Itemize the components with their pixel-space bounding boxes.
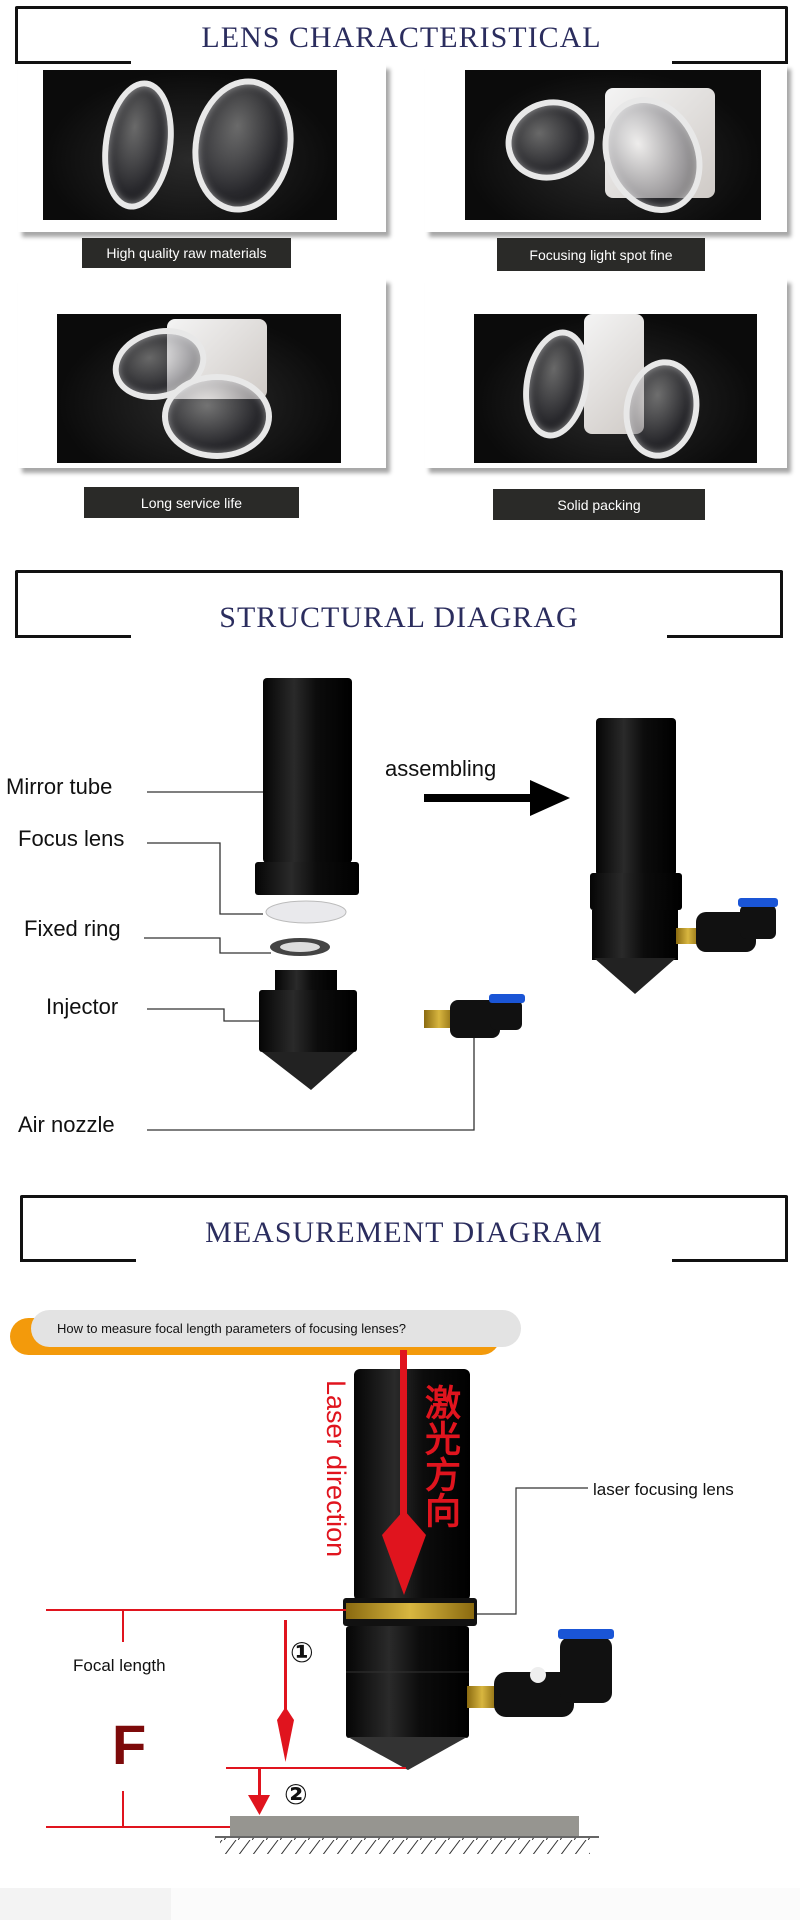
- structural-diagram: [144, 678, 778, 1131]
- feature-label: High quality raw materials: [82, 238, 291, 268]
- measurement-diagram: [46, 1350, 614, 1854]
- dimension-lines: [46, 1609, 406, 1828]
- part-label-air-nozzle: Air nozzle: [18, 1112, 115, 1137]
- laser-direction-arrow: [382, 1350, 426, 1595]
- lens-photo: [57, 314, 341, 463]
- question-text: How to measure focal length parameters o…: [57, 1321, 407, 1336]
- lens-photo: [465, 70, 761, 220]
- step-2-marker: ②: [284, 1778, 308, 1811]
- section-title: LENS CHARACTERISTICAL: [201, 21, 602, 54]
- assembling-arrow: [424, 780, 570, 816]
- ground-hatch: [220, 1838, 590, 1854]
- lens-photo: [474, 314, 757, 463]
- laser-direction-cn-label: 激光方向: [419, 1384, 460, 1528]
- lens-photo: [43, 70, 337, 220]
- question-banner: How to measure focal length parameters o…: [31, 1310, 521, 1347]
- nozzle-head: [343, 1369, 614, 1770]
- footer-strip: [0, 1888, 171, 1920]
- feature-label: Solid packing: [493, 489, 705, 520]
- assembled-head: [590, 718, 778, 994]
- laser-focusing-lens-label: laser focusing lens: [593, 1480, 734, 1499]
- part-label-focus-lens: Focus lens: [18, 826, 125, 851]
- part-label-mirror-tube: Mirror tube: [6, 774, 113, 799]
- step-1-marker: ①: [290, 1636, 314, 1669]
- focus-lens: [265, 900, 347, 924]
- feature-label: Focusing light spot fine: [497, 238, 705, 271]
- section-title: STRUCTURAL DIAGRAG: [219, 601, 579, 634]
- focal-length-label: Focal length: [73, 1656, 166, 1675]
- workpiece-plate: [230, 1816, 579, 1836]
- air-nozzle-fitting: [424, 994, 525, 1038]
- part-label-fixed-ring: Fixed ring: [24, 916, 121, 941]
- fixed-ring: [270, 938, 330, 956]
- section-title: MEASUREMENT DIAGRAM: [205, 1216, 603, 1249]
- section-header-measurement: MEASUREMENT DIAGRAM: [20, 1195, 788, 1262]
- section-header-structural: STRUCTURAL DIAGRAG: [15, 570, 783, 638]
- mirror-tube: [255, 678, 359, 895]
- part-label-injector: Injector: [46, 994, 119, 1019]
- assembling-label: assembling: [385, 756, 497, 781]
- lens-leader-line: [477, 1487, 588, 1615]
- focal-symbol: F: [112, 1713, 147, 1776]
- laser-direction-label: Laser direction: [321, 1380, 351, 1558]
- footer-strip: [171, 1888, 800, 1920]
- section-header-lens: LENS CHARACTERISTICAL: [15, 6, 788, 64]
- injector: [259, 970, 357, 1090]
- feature-label: Long service life: [84, 487, 299, 518]
